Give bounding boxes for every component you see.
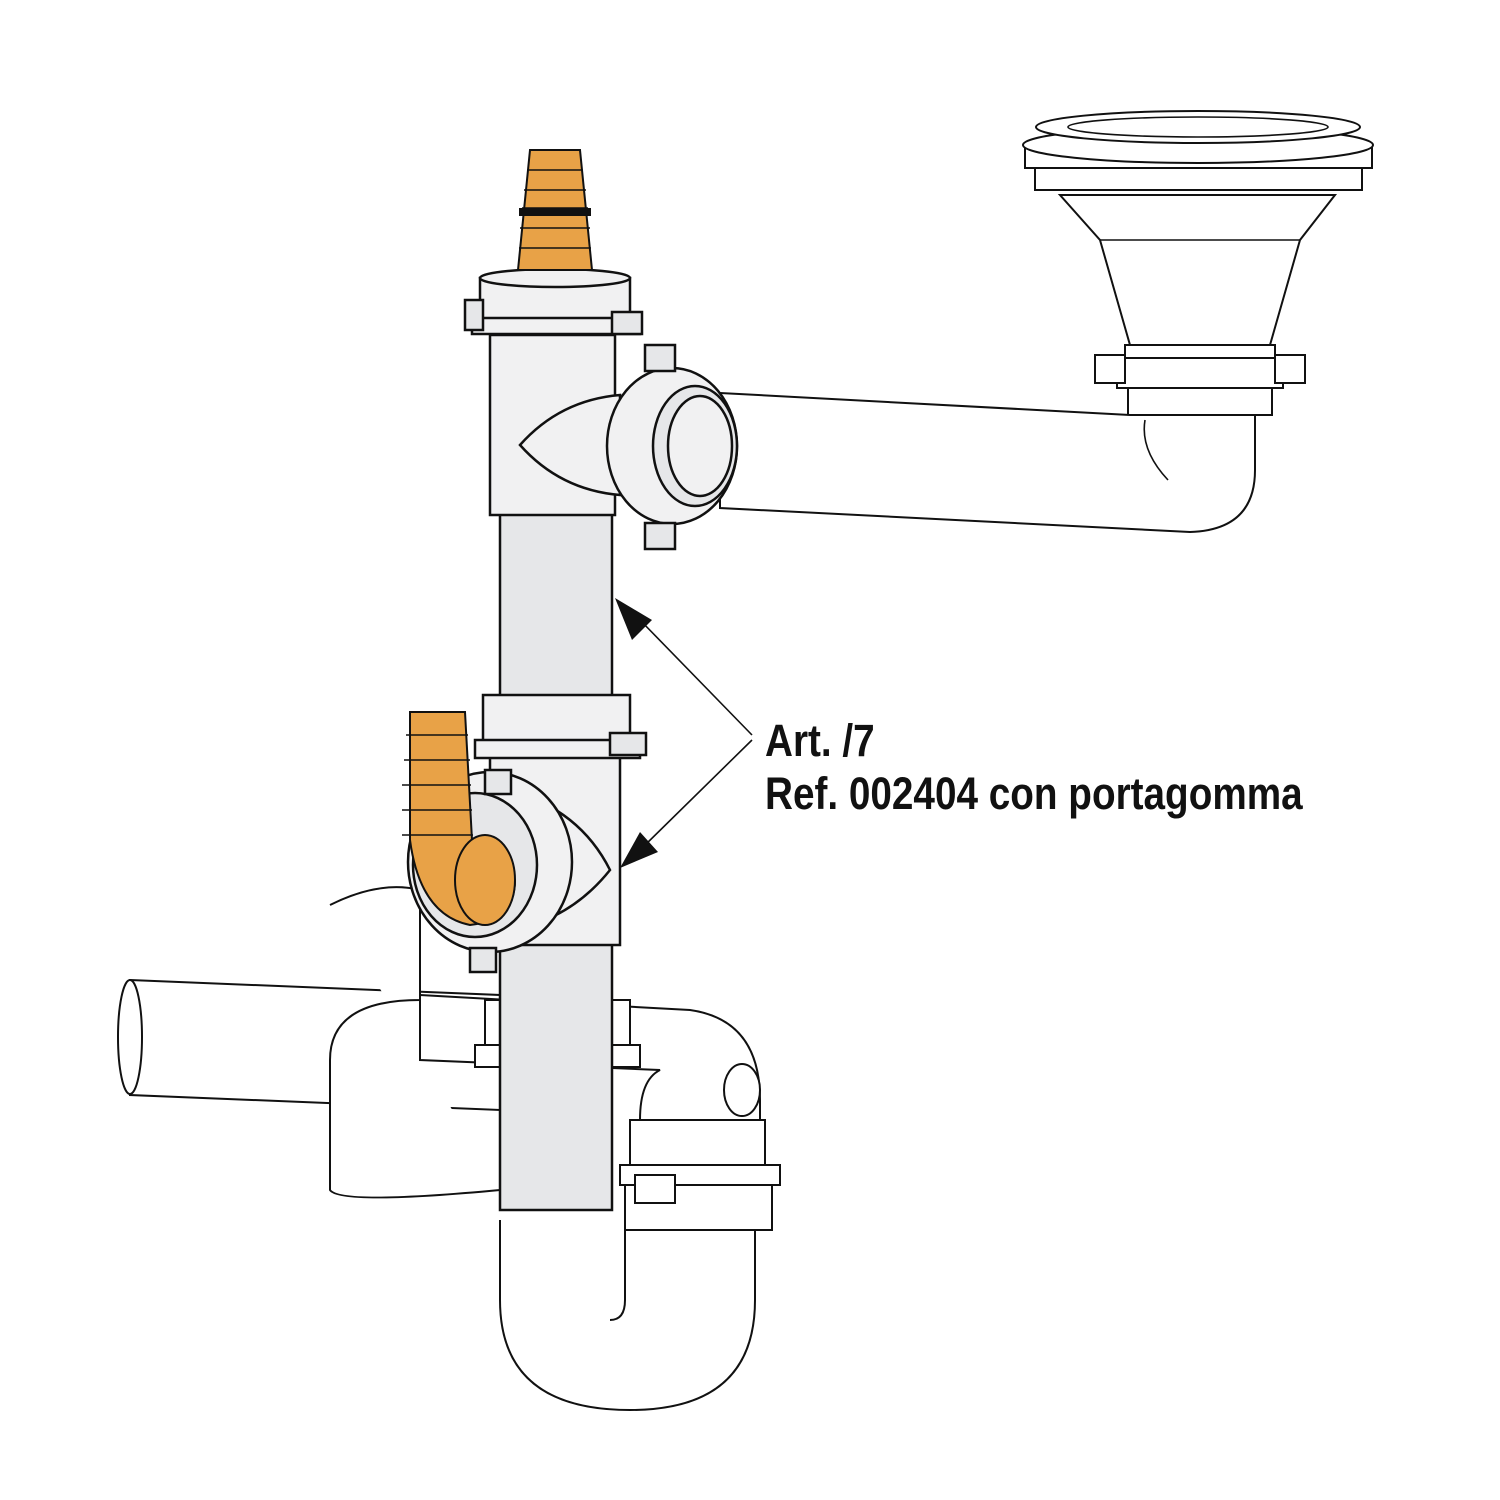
trap-outline xyxy=(117,886,781,1412)
lower-hose-barb-elbow xyxy=(402,711,517,927)
top-hose-barb xyxy=(516,149,594,271)
callout-leaders xyxy=(615,598,753,868)
horizontal-waste-pipe xyxy=(719,391,1256,534)
article-label: Art. /7 xyxy=(765,715,875,766)
reference-label: Ref. 002404 con portagomma xyxy=(765,768,1303,819)
sink-strainer xyxy=(1022,110,1374,416)
